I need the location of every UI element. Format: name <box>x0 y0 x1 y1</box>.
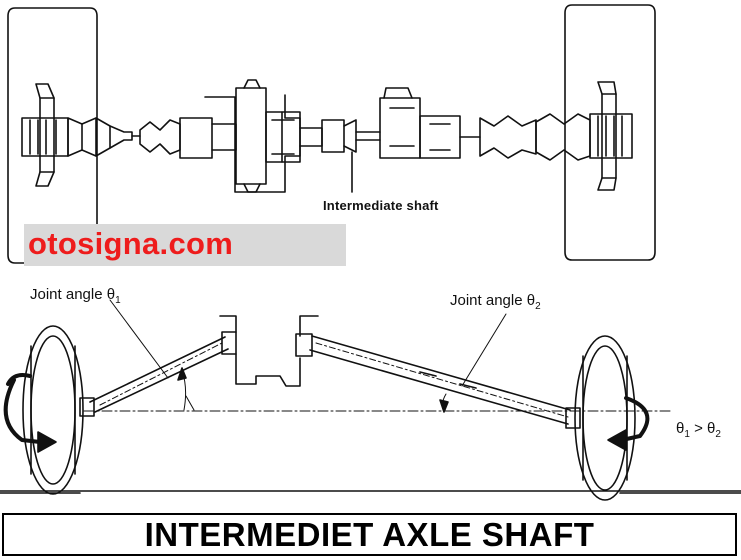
angle-relation-label: θ1 > θ2 <box>676 420 721 440</box>
left-inner-joint <box>179 117 213 159</box>
left-tire <box>22 325 84 495</box>
right-rotation-arrow <box>620 396 650 442</box>
right-hub <box>589 81 633 191</box>
joint-angle-2-marker <box>439 313 507 413</box>
watermark-text: otosigna.com <box>28 226 234 261</box>
right-wheel-top <box>564 4 656 261</box>
left-hub <box>21 83 69 187</box>
right-inner-joint <box>419 115 461 159</box>
left-rotation-arrow <box>3 378 42 444</box>
watermark-box: otosigna.com <box>24 224 346 266</box>
axle-diagram <box>0 4 741 501</box>
right-cv-boot <box>535 113 591 161</box>
right-half-shaft <box>309 335 581 429</box>
intermediate-shaft <box>321 87 421 159</box>
left-half-shaft <box>79 331 237 417</box>
left-inner-boot <box>139 119 181 155</box>
joint-angle-1-marker <box>109 299 195 411</box>
differential <box>204 79 323 193</box>
center-differential <box>219 315 319 387</box>
page-title: INTERMEDIET AXLE SHAFT <box>144 515 595 553</box>
right-tire <box>574 335 636 501</box>
left-cv-boot <box>67 117 133 157</box>
intermediate-shaft-label: Intermediate shaft <box>323 198 439 213</box>
joint-angle-1-label: Joint angle θ1 <box>30 286 121 306</box>
right-inner-boot <box>479 115 537 159</box>
joint-angle-2-label: Joint angle θ2 <box>450 292 541 312</box>
title-banner: INTERMEDIET AXLE SHAFT <box>2 513 737 556</box>
